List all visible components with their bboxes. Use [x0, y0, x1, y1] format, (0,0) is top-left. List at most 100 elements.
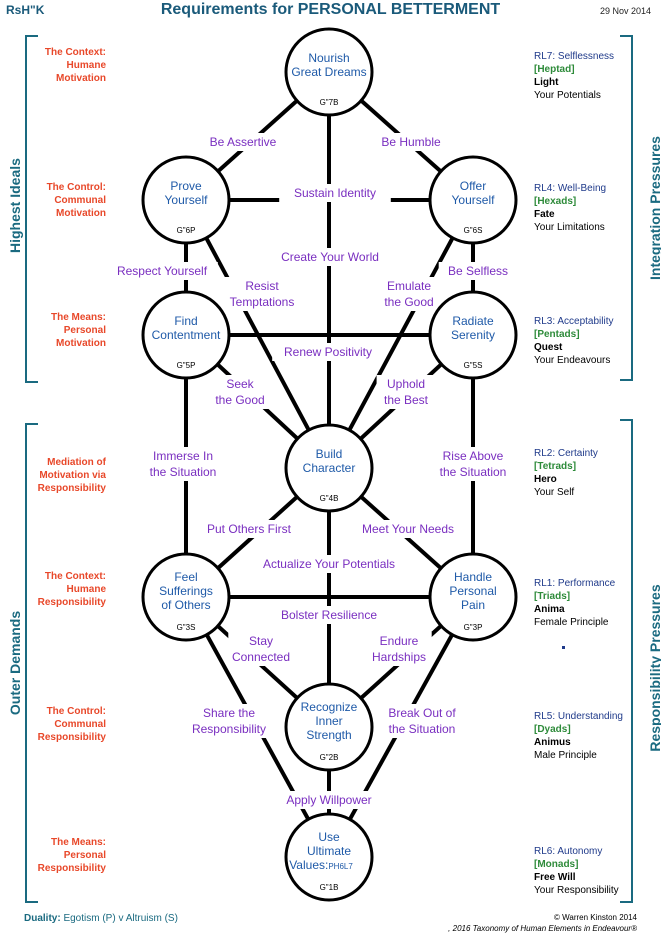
path-label-be-assertive: Be Assertive	[210, 135, 277, 149]
duality-note: Duality: Egotism (P) v Altruism (S)	[24, 913, 178, 924]
right-lower-bracket	[620, 419, 633, 903]
path-label-meet-your-needs: Meet Your Needs	[362, 522, 454, 536]
diagram-code: RsH"K	[6, 3, 45, 17]
node-circle	[141, 290, 231, 380]
taxonomy-note: , 2016 Taxonomy of Human Elements in End…	[448, 924, 637, 933]
left-upper-bracket	[25, 35, 38, 383]
small-marker	[562, 646, 565, 649]
node-circle	[141, 552, 231, 642]
path-label-renew-positivity: Renew Positivity	[284, 345, 372, 359]
path-label-be-humble: Be Humble	[381, 135, 441, 149]
path-label-sustain-identity: Sustain Identity	[294, 186, 376, 200]
path-label-bg	[270, 248, 390, 266]
node-code: G"4B	[320, 494, 339, 503]
node-code: G"5P	[177, 361, 196, 370]
path-label-bg	[279, 184, 391, 202]
path-label-bg	[272, 343, 384, 361]
node-circle	[284, 812, 374, 902]
path-label-bg	[243, 555, 415, 573]
node-circle	[428, 290, 518, 380]
node-circle	[284, 682, 374, 772]
path-label-bg	[438, 262, 518, 280]
node-circle	[284, 423, 374, 513]
path-label-bg	[228, 632, 294, 666]
path-label-bg	[355, 520, 461, 538]
node-code: G"3S	[177, 623, 196, 632]
path-label-bg	[179, 704, 279, 738]
node-code: G"6P	[177, 226, 196, 235]
path-label-bg	[276, 791, 382, 809]
path-label-bg	[378, 133, 444, 151]
path-label-bg	[266, 606, 392, 624]
path-label-put-others-first: Put Others First	[207, 522, 292, 536]
path-label-create-your-world: Create Your World	[281, 250, 379, 264]
date-stamp: 29 Nov 2014	[599, 6, 651, 16]
path-label-bg	[200, 133, 286, 151]
path-label-bg	[210, 375, 270, 409]
node-code: G"1B	[320, 883, 339, 892]
node-circle	[284, 27, 374, 117]
path-label-bg	[222, 277, 302, 311]
path-label-bg	[366, 632, 432, 666]
copyright: © Warren Kinston 2014	[554, 913, 637, 922]
node-circle	[428, 552, 518, 642]
path-label-bg	[376, 375, 436, 409]
path-label-bg	[106, 262, 218, 280]
path-label-bg	[427, 447, 519, 481]
node-code: G"2B	[320, 753, 339, 762]
path-label-bg	[379, 277, 439, 311]
path-label-bg	[137, 447, 229, 481]
path-label-bg	[193, 520, 305, 538]
node-code: G"7B	[320, 98, 339, 107]
node-code: G"3P	[464, 623, 483, 632]
duality-text: Egotism (P) v Altruism (S)	[63, 913, 178, 924]
path-label-actualize-your-potentials: Actualize Your Potentials	[263, 557, 395, 571]
page-title: Requirements for PERSONAL BETTERMENT	[160, 1, 501, 18]
path-label-apply-willpower: Apply Willpower	[286, 793, 371, 807]
node-code: G"6S	[464, 226, 483, 235]
right-upper-bracket	[620, 35, 633, 381]
duality-label: Duality:	[24, 913, 61, 924]
path-label-be-selfless: Be Selfless	[448, 264, 508, 278]
